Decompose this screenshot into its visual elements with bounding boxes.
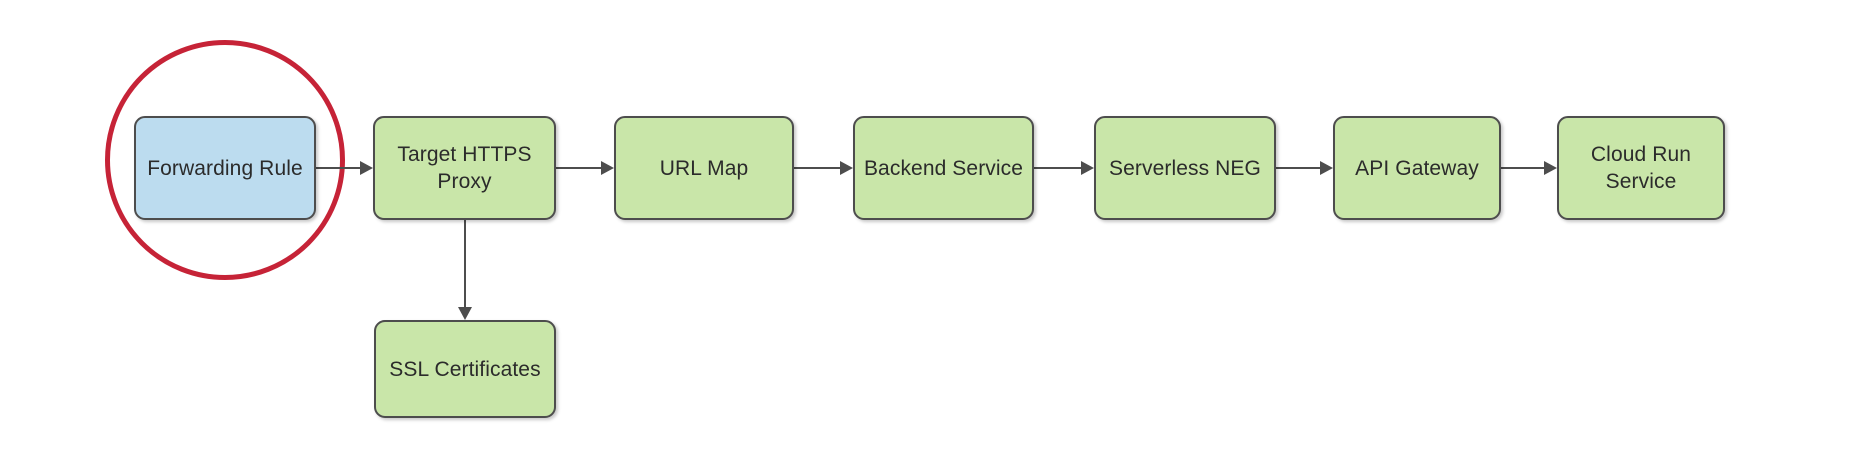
node-label-forwarding-rule: Forwarding Rule [147, 156, 303, 180]
node-cloud-run-service[interactable]: Cloud Run Service [1557, 116, 1725, 220]
edge-api-gateway-to-cloud-run-service-arrowhead [1544, 161, 1557, 175]
edge-target-https-proxy-to-ssl-certificates-arrowhead [457, 307, 472, 320]
node-serverless-neg[interactable]: Serverless NEG [1094, 116, 1276, 220]
edge-url-map-to-backend-service-arrowhead [840, 161, 853, 175]
edge-target-https-proxy-to-ssl-certificates [463, 220, 466, 307]
edge-forwarding-rule-to-target-https-proxy [316, 167, 360, 169]
edge-api-gateway-to-cloud-run-service [1501, 167, 1544, 169]
node-label-target-https-proxy: Target HTTPS Proxy [397, 143, 532, 193]
edge-backend-service-to-serverless-neg-arrowhead [1081, 161, 1094, 175]
node-label-ssl-certificates: SSL Certificates [389, 357, 541, 381]
node-ssl-certificates[interactable]: SSL Certificates [374, 320, 556, 418]
node-url-map[interactable]: URL Map [614, 116, 794, 220]
edge-serverless-neg-to-api-gateway-arrowhead [1320, 161, 1333, 175]
node-forwarding-rule[interactable]: Forwarding Rule [134, 116, 316, 220]
node-label-url-map: URL Map [659, 156, 749, 180]
edge-forwarding-rule-to-target-https-proxy-arrowhead [360, 161, 373, 175]
node-backend-service[interactable]: Backend Service [853, 116, 1034, 220]
edge-url-map-to-backend-service [794, 167, 840, 169]
node-label-cloud-run-service: Cloud Run Service [1590, 143, 1692, 193]
edge-backend-service-to-serverless-neg [1034, 167, 1081, 169]
node-label-api-gateway: API Gateway [1355, 156, 1479, 180]
edge-target-https-proxy-to-url-map-arrowhead [601, 161, 614, 175]
node-api-gateway[interactable]: API Gateway [1333, 116, 1501, 220]
node-label-serverless-neg: Serverless NEG [1109, 156, 1261, 180]
node-label-backend-service: Backend Service [863, 156, 1024, 180]
edge-serverless-neg-to-api-gateway [1276, 167, 1320, 169]
node-target-https-proxy[interactable]: Target HTTPS Proxy [373, 116, 556, 220]
edge-target-https-proxy-to-url-map [556, 167, 601, 169]
